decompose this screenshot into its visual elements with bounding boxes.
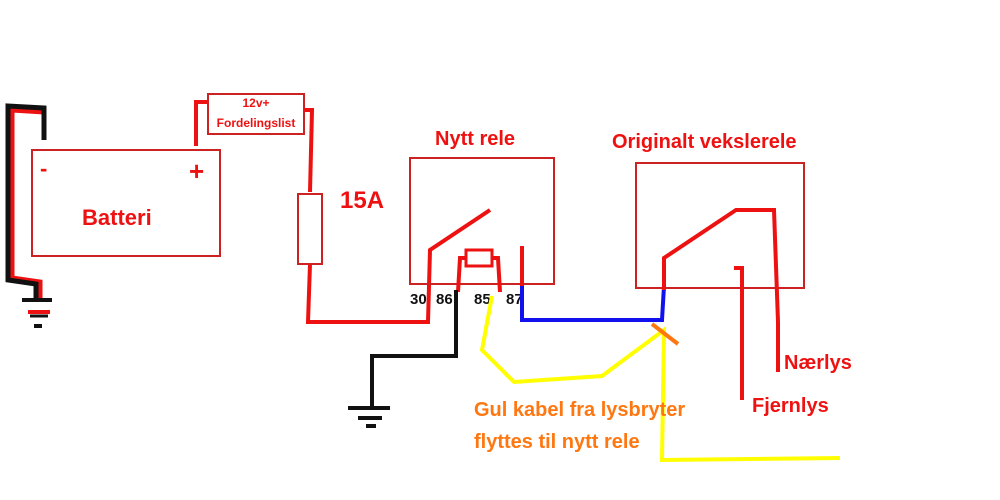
new-relay-box [409,157,555,285]
relay-ground-symbol [348,406,390,428]
battery-ground-wire-shadow [9,107,47,298]
battery-label: Batteri [82,205,152,230]
fuse [297,193,323,265]
battery-positive-wire [194,100,210,146]
cut-mark [650,322,680,346]
battery-box [31,149,221,257]
pin-86-label: 86 [436,291,453,308]
pin-30-label: 30 [410,291,427,308]
pin-85-label: 85 [474,291,491,308]
distribution-label-2: Fordelingslist [217,116,296,130]
low-beam-label: Nærlys [784,352,852,374]
note-line-1: Gul kabel fra lysbryter [474,399,685,421]
battery-plus-label: + [189,156,204,186]
original-relay-box [635,162,805,289]
relay-coil [464,248,494,268]
battery-minus-label: - [40,156,47,181]
distribution-label-1: 12v+ [242,96,269,110]
note-line-2: flyttes til nytt rele [474,431,640,453]
pin-87-label: 87 [506,291,523,308]
battery-ground-symbol [22,298,52,328]
yellow-wire [479,295,841,463]
relay-ground-wire [370,290,458,408]
coil-wires [456,256,502,293]
fuse-label: 15A [340,187,384,214]
battery-ground-wire [5,103,47,300]
high-beam-contact [734,266,744,400]
original-relay-label: Originalt vekslerele [612,131,797,153]
new-relay-label: Nytt rele [435,128,515,150]
distribution-block [207,93,305,135]
high-beam-label: Fjernlys [752,395,829,417]
feed-wire [304,108,492,324]
blue-wire [520,285,666,322]
original-relay-switch [662,208,780,323]
